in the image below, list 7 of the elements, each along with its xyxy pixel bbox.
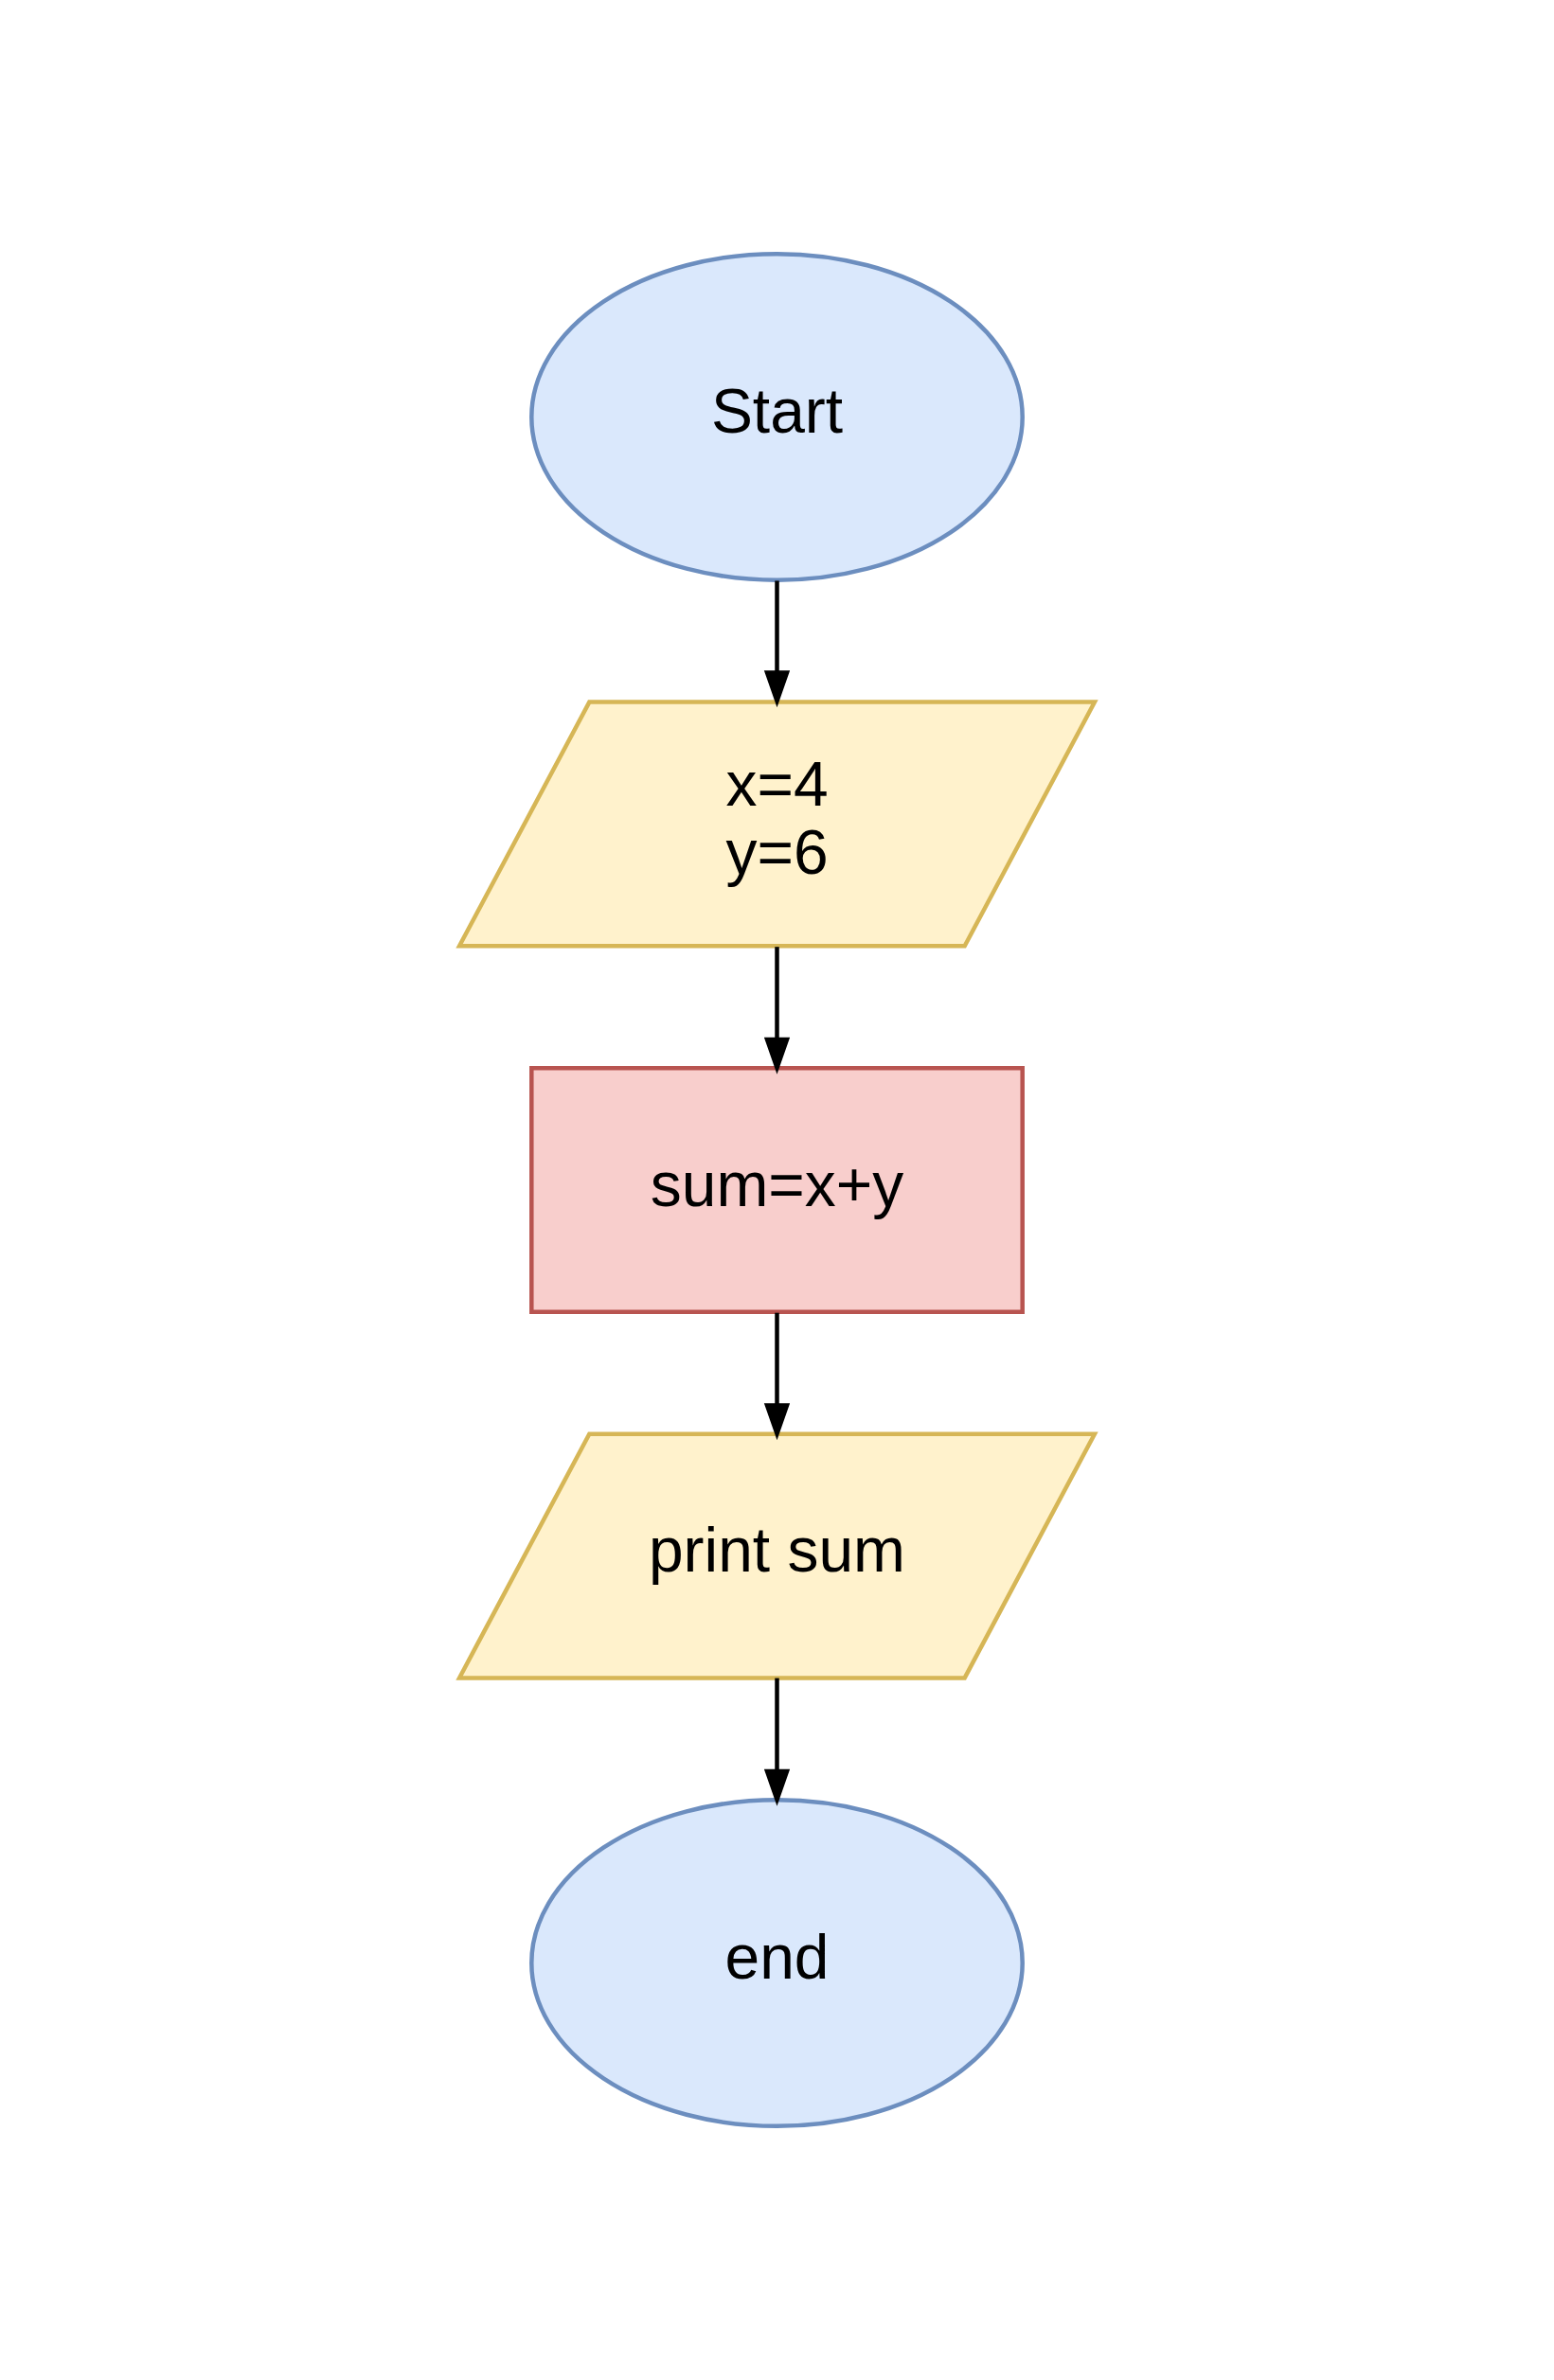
node-box: sum=x+y [529, 1065, 1025, 1315]
arrow [763, 580, 791, 708]
arrow [763, 947, 791, 1075]
node-ellipse: end [529, 1798, 1025, 2129]
arrow [763, 1678, 791, 1806]
node-ellipse: Start [529, 251, 1025, 582]
arrow [763, 1312, 791, 1441]
